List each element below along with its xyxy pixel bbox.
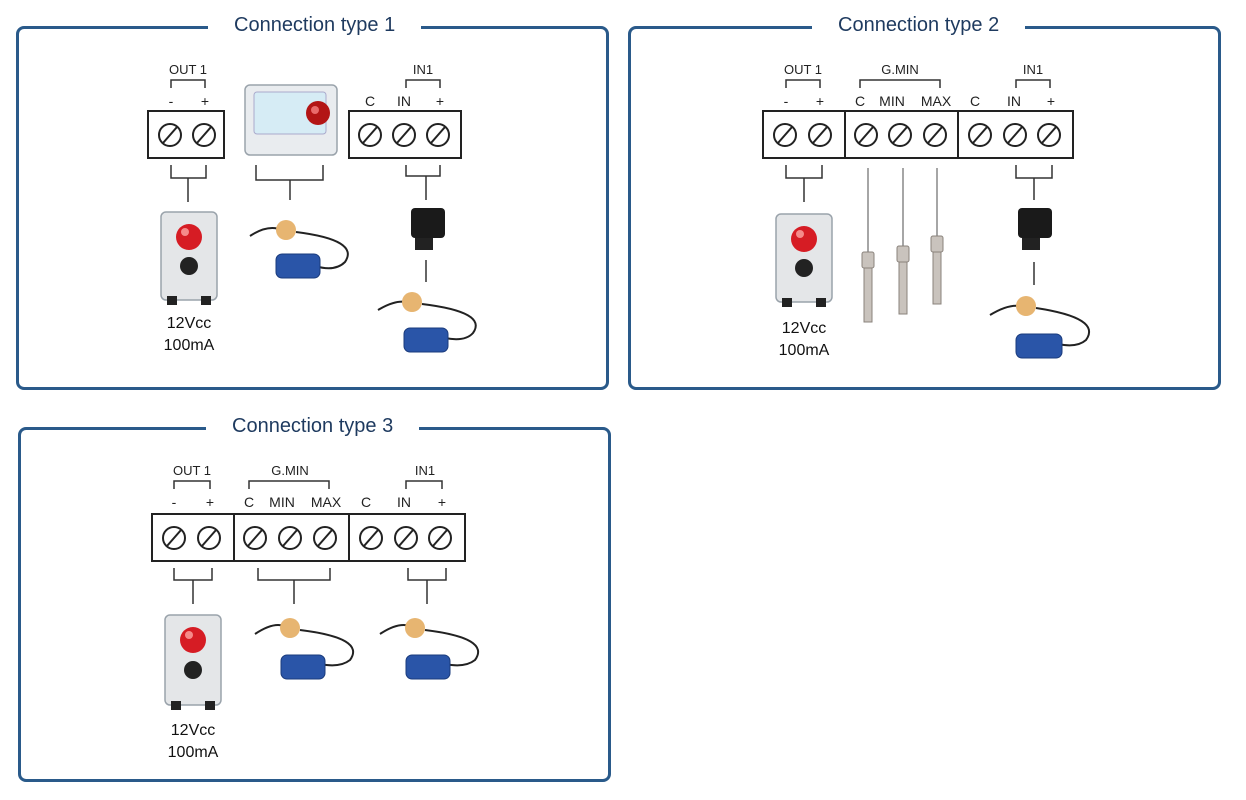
in1-c-label: C [969,93,981,109]
siren-current: 100mA [167,744,219,761]
in1-plus-label: + [437,494,447,510]
siren-current: 100mA [778,342,830,359]
out1-plus-label: + [205,494,215,510]
gmin-group-label: G.MIN [881,62,919,77]
level-probe [861,235,944,323]
screw-terminal [773,123,1061,147]
out1-minus-label: - [783,93,789,109]
in1-in-label: IN [1007,93,1021,109]
gmin-c-label: C [854,93,866,109]
float-switch [249,220,349,279]
in1-c-label: C [364,93,376,109]
in1-in-label: IN [397,93,411,109]
out1-bracket [170,79,206,88]
gmin-group-label: G.MIN [271,463,309,478]
out1-group-label: OUT 1 [783,62,823,77]
pressure-switch [1018,208,1052,250]
panel-title: Connection type 3 [206,415,420,438]
gmin-max-label: MAX [920,93,952,109]
in1-group-label: IN1 [414,463,436,478]
out1-plus-label: + [200,93,210,109]
out1-plus-label: + [815,93,825,109]
out1-minus-label: - [168,93,174,109]
siren-device [160,211,218,305]
float-switch [379,618,480,680]
control-panel-device [244,84,338,156]
siren-device [775,213,833,307]
in1-plus-label: + [1046,93,1056,109]
out1-group-label: OUT 1 [168,62,208,77]
panel-title: Connection type 1 [208,14,422,37]
out1-group-label: OUT 1 [172,463,212,478]
in1-group-label: IN1 [412,62,434,77]
panel-title: Connection type 2 [812,14,1026,37]
in1-c-label: C [360,494,372,510]
screw-terminal [358,123,450,147]
siren-voltage: 12Vcc [166,315,212,332]
in1-in-label: IN [397,494,411,510]
in1-plus-label: + [435,93,445,109]
siren-current: 100mA [163,337,215,354]
siren-voltage: 12Vcc [170,722,216,739]
screw-terminal [158,123,216,147]
gmin-c-label: C [243,494,255,510]
gmin-min-label: MIN [879,93,905,109]
gmin-min-label: MIN [269,494,295,510]
screw-terminal [162,526,452,550]
float-switch [254,618,355,680]
float-switch [989,296,1091,359]
in1-group-label: IN1 [1022,62,1044,77]
float-switch [377,292,477,353]
siren-device [164,614,222,710]
siren-voltage: 12Vcc [781,320,827,337]
in1-bracket [405,79,441,88]
out1-minus-label: - [171,494,177,510]
gmin-max-label: MAX [310,494,342,510]
pressure-switch [411,208,445,250]
